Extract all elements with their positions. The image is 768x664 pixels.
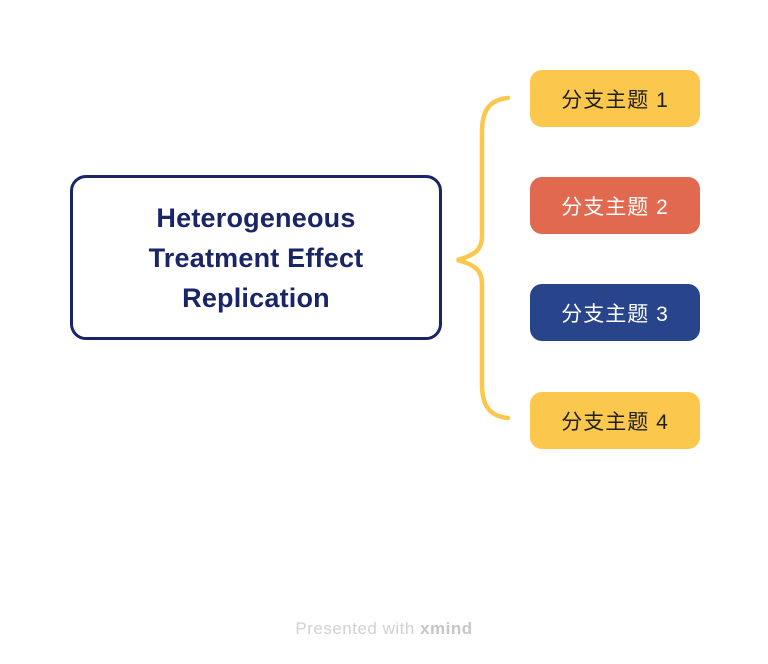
watermark: Presented with xmind [0,619,768,639]
branch-topic-1[interactable]: 分支主题 1 [530,70,700,127]
branch-topic-2-label: 分支主题 2 [561,195,669,219]
branch-topic-4[interactable]: 分支主题 4 [530,392,700,449]
watermark-brand-text: xmind [420,619,473,638]
curly-brace-path [456,95,511,421]
curly-brace-connector [456,95,511,421]
central-topic-label: Heterogeneous Treatment Effect Replicati… [148,202,364,313]
branch-topic-2[interactable]: 分支主题 2 [530,177,700,234]
branch-topic-3[interactable]: 分支主题 3 [530,284,700,341]
branch-topic-3-label: 分支主题 3 [561,302,669,326]
central-topic-node[interactable]: Heterogeneous Treatment Effect Replicati… [70,175,442,340]
branch-topic-1-label: 分支主题 1 [561,88,669,112]
watermark-prefix-text: Presented with [295,619,421,638]
branch-topic-4-label: 分支主题 4 [561,410,669,434]
